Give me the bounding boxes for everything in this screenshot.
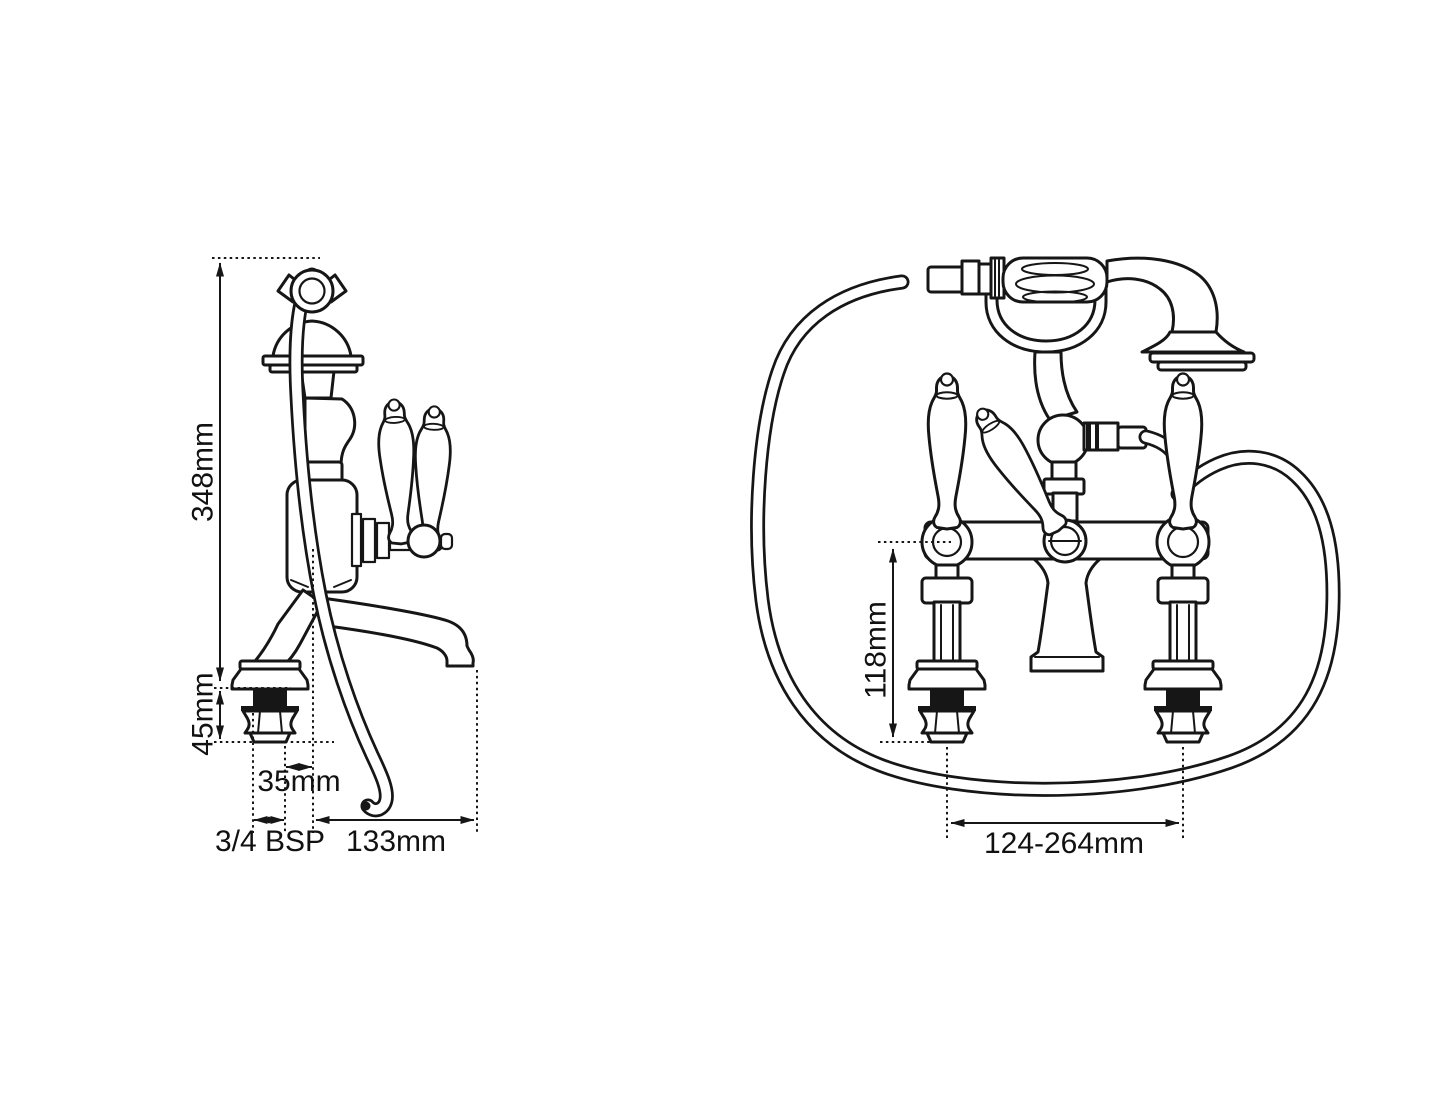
dim-tap-centers: 124-264mm [950,819,1180,860]
handset-head [271,319,353,358]
cradle-column [303,396,357,468]
bonnet-plate [350,512,363,568]
threaded-shank [1143,659,1223,744]
handset-bell [1140,330,1246,354]
hose-tip [361,801,371,811]
riser-pipe [1033,350,1079,422]
tub-spout [1029,557,1105,673]
connector-step [977,262,993,296]
dim-label-spout-reach: 133mm [346,825,446,858]
right-leg [1143,563,1223,744]
dim-thread: 3/4 BSP [215,816,325,858]
diverter-neck [1050,460,1078,482]
shower-hose-loop [750,274,1341,797]
front-view [750,256,1341,797]
bonnet-plate [375,521,391,560]
head-bracket [299,369,336,400]
hot-lever-handle [926,372,968,531]
shower-handset [926,256,1256,372]
bath-spout [320,596,475,668]
diverter-assembly [1033,350,1189,523]
dim-label-tap-centers: 124-264mm [984,827,1144,860]
dim-spout-offset: 35mm [257,763,341,798]
dim-label-spout-offset: 35mm [257,765,340,798]
dim-label-overall-height: 348mm [187,422,220,522]
handset-elbow [1105,256,1219,334]
pivot-cap [439,532,454,551]
front-view-dimensions: 118mm 124-264mm [860,541,1184,860]
dim-shank-height: 45mm [187,672,224,756]
dim-label-thread: 3/4 BSP [215,825,325,858]
side-view [230,267,475,818]
dim-center-to-base: 118mm [860,548,897,738]
shower-hose [288,267,394,818]
connector-ring [960,259,981,296]
hose-nut [926,265,966,294]
cold-lever-handle [1162,372,1204,531]
deck-leg [248,588,324,669]
bonnet-plate [361,517,377,564]
spray-plate [268,363,359,374]
threaded-shank [907,659,987,744]
dim-spout-reach: 133mm [315,816,475,858]
pivot-ball [406,523,442,559]
dim-label-shank-height: 45mm [187,672,220,755]
left-leg [907,563,987,744]
dim-label-center-to-base: 118mm [860,601,893,699]
diverter-ball [1036,413,1090,467]
handset-clip [276,268,348,314]
threaded-shank [230,659,310,744]
spray-plate [1156,360,1248,372]
dim-overall-height: 348mm [187,262,224,682]
side-view-dimensions: 348mm 45mm 35mm 3/4 BSP 133mm [187,257,478,858]
